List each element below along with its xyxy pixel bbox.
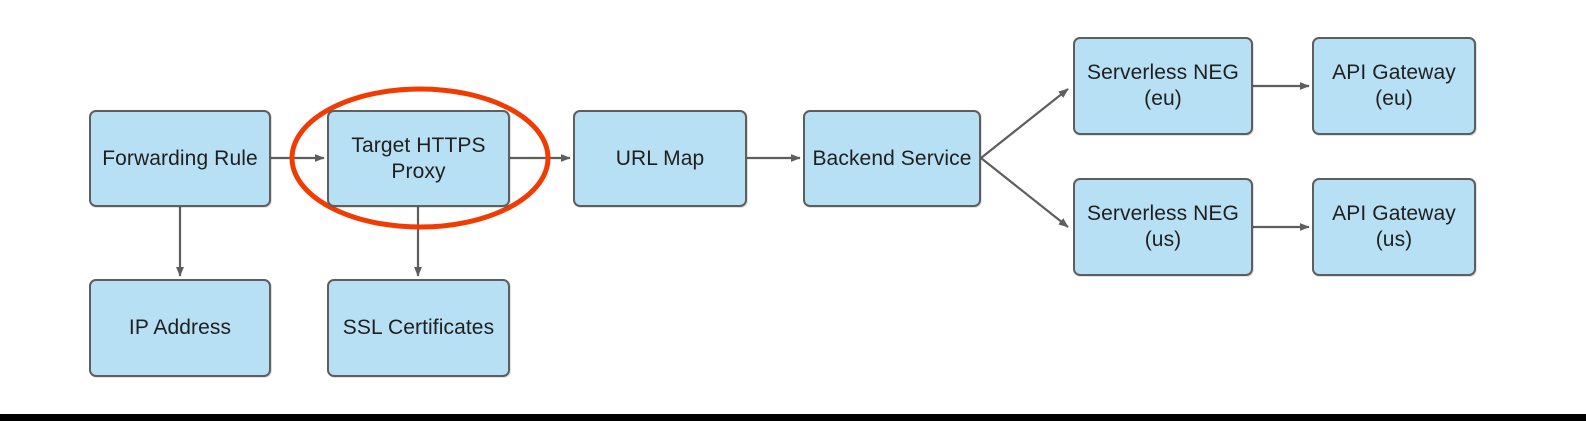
node-target-https-proxy[interactable]: Target HTTPS Proxy	[327, 110, 510, 207]
node-ssl-certificates[interactable]: SSL Certificates	[327, 279, 510, 377]
node-forwarding-rule[interactable]: Forwarding Rule	[89, 110, 271, 207]
highlight-ellipse-annotation	[289, 86, 551, 230]
node-backend-service-label: Backend Service	[812, 146, 972, 170]
node-serverless-neg-eu-label: Serverless NEG (eu)	[1087, 61, 1239, 110]
node-api-gateway-eu-label: API Gateway (eu)	[1332, 61, 1456, 110]
node-serverless-neg-us[interactable]: Serverless NEG (us)	[1073, 178, 1253, 276]
node-api-gateway-eu[interactable]: API Gateway (eu)	[1312, 37, 1476, 135]
node-url-map[interactable]: URL Map	[573, 110, 747, 207]
node-backend-service[interactable]: Backend Service	[803, 110, 981, 207]
node-url-map-label: URL Map	[615, 146, 705, 170]
node-target-https-proxy-label: Target HTTPS Proxy	[351, 133, 486, 183]
node-api-gateway-us[interactable]: API Gateway (us)	[1312, 178, 1476, 276]
node-serverless-neg-us-label: Serverless NEG (us)	[1087, 202, 1239, 251]
node-serverless-neg-eu[interactable]: Serverless NEG (eu)	[1073, 37, 1253, 135]
node-ip-address[interactable]: IP Address	[89, 279, 271, 377]
node-ssl-certificates-label: SSL Certificates	[342, 316, 495, 340]
node-ip-address-label: IP Address	[128, 316, 232, 340]
edge-backend-service-to-serverless-neg-us	[980, 157, 1069, 228]
bottom-black-bar	[0, 414, 1586, 421]
node-forwarding-rule-label: Forwarding Rule	[102, 146, 258, 170]
edge-backend-service-to-serverless-neg-eu	[980, 88, 1069, 159]
node-api-gateway-us-label: API Gateway (us)	[1332, 202, 1456, 251]
